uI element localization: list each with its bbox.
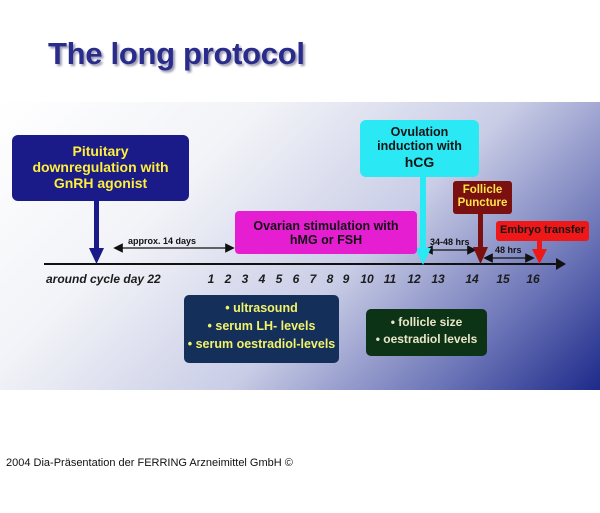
timeline-day-12: 12 (407, 272, 421, 286)
timeline-arrowhead (556, 258, 566, 270)
follicle-arrow-head (473, 247, 488, 264)
embryo-transfer-box: Embryo transfer (496, 221, 589, 241)
follicle-line-1: Follicle (462, 184, 503, 196)
timeline-day-6: 6 (292, 272, 300, 286)
timeline-day-13: 13 (431, 272, 445, 286)
slide-title: The long protocol (48, 36, 305, 71)
interval-34-48-label: 34-48 hrs (430, 237, 470, 247)
timeline-day-15: 15 (496, 272, 510, 286)
timeline-day-9: 9 (342, 272, 350, 286)
ovarian-line-1: Ovarian stimulation with (253, 219, 399, 233)
timeline-day-16: 16 (526, 272, 540, 286)
pituitary-line-2: downregulation with (32, 159, 169, 176)
timeline-day-3: 3 (241, 272, 249, 286)
timeline-day-14: 14 (465, 272, 479, 286)
monitor1-item-1: • ultrasound (225, 301, 298, 315)
follicle-arrow-shaft (478, 213, 483, 249)
embryo-arrow-shaft (537, 240, 542, 250)
pituitary-line-1: Pituitary (72, 143, 129, 159)
embryo-arrow-head (532, 249, 547, 264)
ovarian-stimulation-box: Ovarian stimulation with hMG or FSH (235, 211, 417, 254)
ovulation-line-1: Ovulation (390, 125, 449, 139)
monitor1-item-3: • serum oestradiol-levels (187, 336, 336, 351)
ovulation-line-3: hCG (404, 153, 435, 170)
footer-copyright: 2004 Dia-Präsentation der FERRING Arznei… (6, 457, 293, 469)
ovulation-line-2: induction with (377, 139, 462, 154)
interval-approx-label: approx. 14 days (128, 236, 197, 246)
pituitary-downregulation-box: Pituitary downregulation with GnRH agoni… (12, 135, 189, 201)
ovulation-arrow-shaft (420, 176, 426, 250)
follicle-puncture-box: Follicle Puncture (453, 181, 512, 214)
pituitary-line-3: GnRH agonist (53, 175, 148, 192)
timeline-day-7: 7 (309, 272, 317, 286)
monitor1-item-2: • serum LH- levels (207, 318, 316, 333)
ovulation-induction-box: Ovulation induction with hCG (360, 120, 479, 177)
pituitary-arrow-shaft (94, 200, 99, 250)
monitoring-box-1: • ultrasound • serum LH- levels • serum … (184, 295, 339, 363)
timeline-day-5: 5 (275, 272, 283, 286)
monitor2-item-2: • oestradiol levels (375, 332, 478, 347)
ovulation-arrow-head (415, 248, 431, 265)
timeline-day-2: 2 (224, 272, 232, 286)
ovarian-line-2: hMG or FSH (289, 233, 363, 248)
timeline-day-4: 4 (258, 272, 266, 286)
interval-48-label: 48 hrs (495, 245, 522, 255)
follicle-line-2: Puncture (457, 197, 508, 210)
timeline-day-8: 8 (326, 272, 334, 286)
timeline-day-1: 1 (207, 272, 215, 286)
timeline-day-10: 10 (360, 272, 374, 286)
pituitary-arrow-head (89, 248, 104, 264)
timeline-start-label: around cycle day 22 (46, 272, 161, 286)
timeline-day-11: 11 (383, 272, 397, 286)
monitor2-item-1: • follicle size (390, 315, 463, 329)
monitoring-box-2: • follicle size • oestradiol levels (366, 309, 487, 356)
